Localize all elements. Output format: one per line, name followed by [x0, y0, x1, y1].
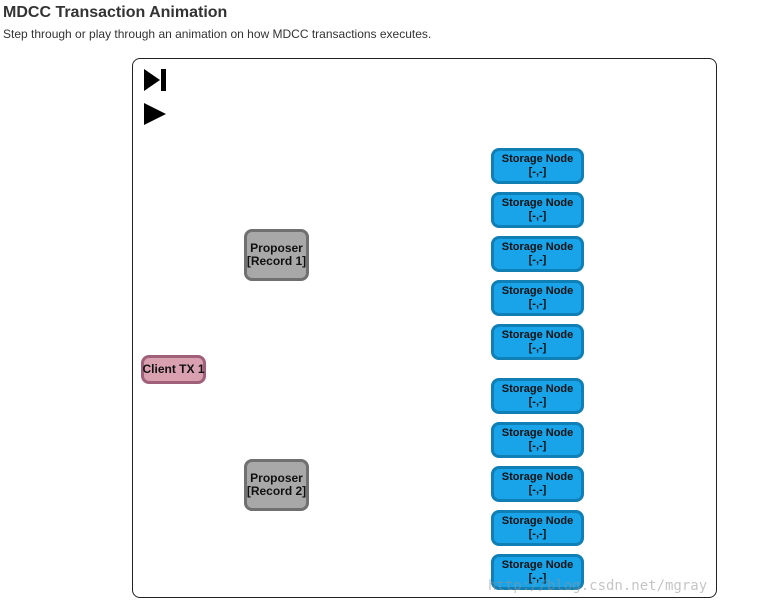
- storage-node: Storage Node [-,-]: [491, 148, 584, 184]
- storage-node-title: Storage Node: [501, 383, 574, 395]
- storage-node-value: [-,-]: [528, 298, 547, 310]
- storage-node-title: Storage Node: [501, 427, 574, 439]
- storage-node: Storage Node [-,-]: [491, 422, 584, 458]
- storage-node-title: Storage Node: [501, 515, 574, 527]
- page-subtitle: Step through or play through an animatio…: [3, 27, 432, 41]
- storage-node-value: [-,-]: [528, 254, 547, 266]
- storage-node: Storage Node [-,-]: [491, 510, 584, 546]
- storage-node-title: Storage Node: [501, 471, 574, 483]
- watermark: http://blog.csdn.net/mgray: [488, 578, 708, 594]
- storage-node-title: Storage Node: [501, 153, 574, 165]
- storage-node: Storage Node [-,-]: [491, 466, 584, 502]
- storage-node-title: Storage Node: [501, 241, 574, 253]
- proposer-title: Proposer: [250, 241, 303, 255]
- step-button[interactable]: [142, 67, 168, 93]
- animation-canvas: Client TX 1 Proposer [Record 1] Proposer…: [132, 58, 717, 598]
- storage-node-value: [-,-]: [528, 572, 547, 584]
- storage-node: Storage Node [-,-]: [491, 554, 584, 590]
- storage-node-value: [-,-]: [528, 528, 547, 540]
- play-icon: [144, 103, 166, 125]
- storage-node: Storage Node [-,-]: [491, 324, 584, 360]
- storage-node: Storage Node [-,-]: [491, 378, 584, 414]
- proposer-record: [Record 1]: [246, 254, 307, 268]
- storage-node-value: [-,-]: [528, 440, 547, 452]
- storage-node: Storage Node [-,-]: [491, 280, 584, 316]
- client-tx-label: Client TX 1: [142, 362, 205, 376]
- client-tx-node: Client TX 1: [141, 355, 206, 384]
- skip-forward-icon: [144, 69, 166, 91]
- storage-node-value: [-,-]: [528, 166, 547, 178]
- storage-node: Storage Node [-,-]: [491, 192, 584, 228]
- storage-node-value: [-,-]: [528, 342, 547, 354]
- proposer-node-record-1: Proposer [Record 1]: [244, 229, 309, 281]
- storage-node-title: Storage Node: [501, 285, 574, 297]
- proposer-title: Proposer: [250, 471, 303, 485]
- storage-node-title: Storage Node: [501, 197, 574, 209]
- storage-node: Storage Node [-,-]: [491, 236, 584, 272]
- proposer-node-record-2: Proposer [Record 2]: [244, 459, 309, 511]
- storage-node-value: [-,-]: [528, 484, 547, 496]
- page-title: MDCC Transaction Animation: [3, 4, 228, 21]
- storage-node-title: Storage Node: [501, 329, 574, 341]
- storage-node-title: Storage Node: [501, 559, 574, 571]
- storage-node-value: [-,-]: [528, 210, 547, 222]
- storage-node-value: [-,-]: [528, 396, 547, 408]
- proposer-record: [Record 2]: [246, 484, 307, 498]
- play-button[interactable]: [142, 101, 168, 127]
